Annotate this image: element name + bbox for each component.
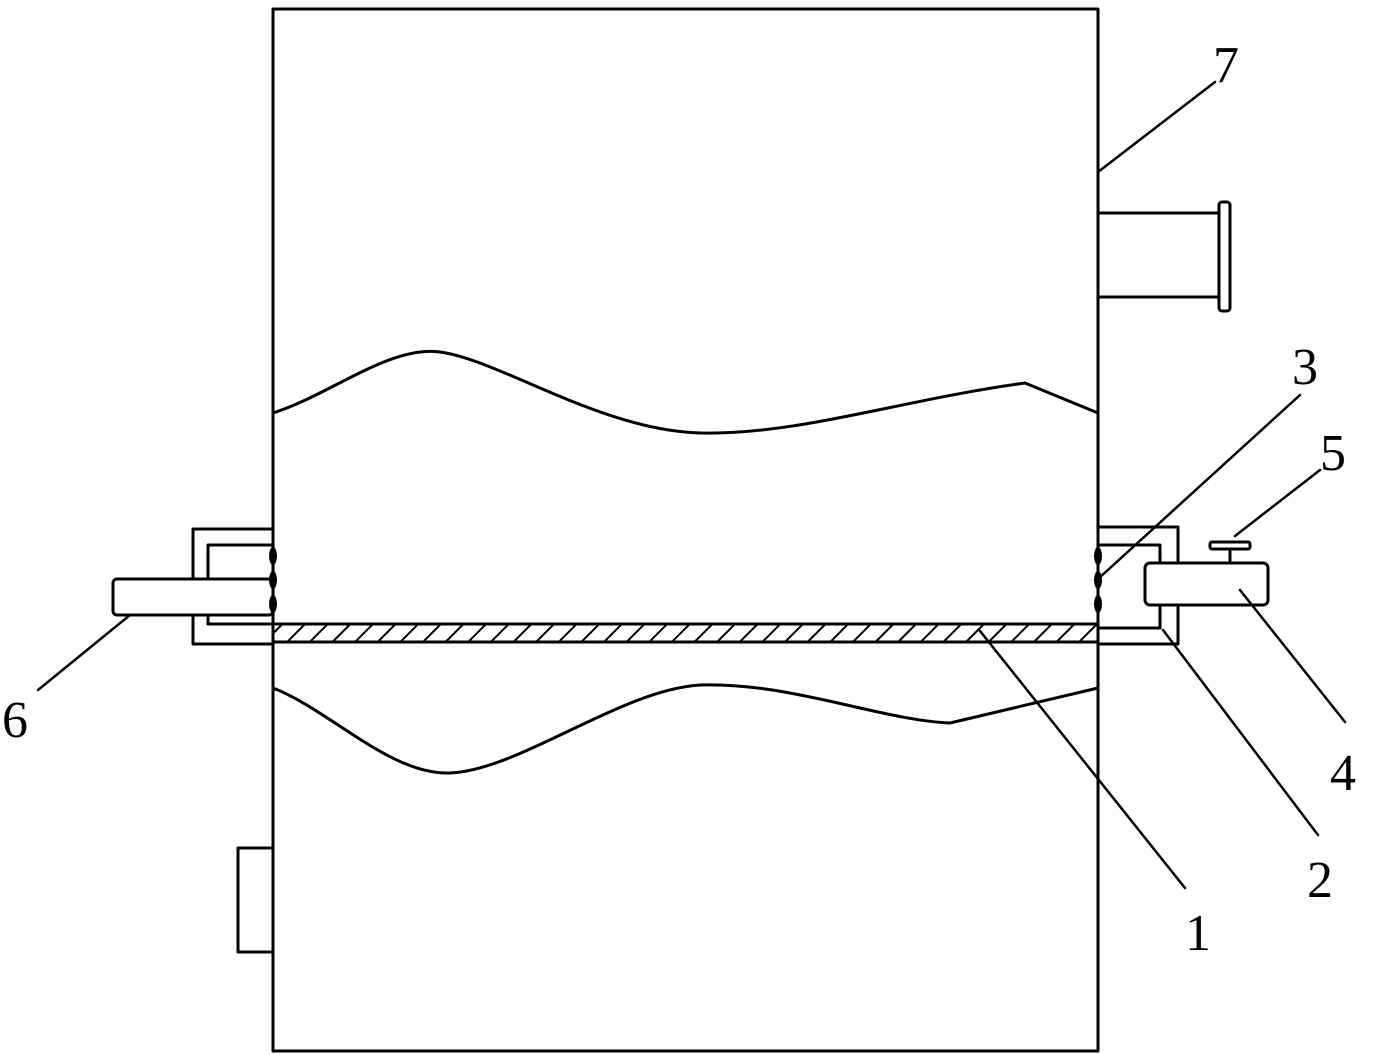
label-5: 5 xyxy=(1320,425,1346,482)
label-3: 3 xyxy=(1292,339,1318,396)
bottom-side-port xyxy=(236,846,275,954)
label-4: 4 xyxy=(1330,745,1356,802)
label-2: 2 xyxy=(1307,852,1333,909)
lower-break-line xyxy=(271,683,1100,775)
filter-plate xyxy=(271,622,1100,644)
leader-7 xyxy=(1096,80,1217,174)
label-7: 7 xyxy=(1213,37,1239,94)
adjusting-knob xyxy=(1208,540,1252,565)
actuator-block xyxy=(1143,561,1270,607)
leader-4 xyxy=(1238,588,1347,724)
label-6: 6 xyxy=(2,692,28,749)
left-seal xyxy=(269,547,277,613)
vessel-body xyxy=(271,7,1100,1053)
leader-3 xyxy=(1096,393,1302,581)
left-handle xyxy=(111,577,275,617)
label-1: 1 xyxy=(1185,905,1211,962)
upper-break-line xyxy=(271,349,1100,435)
outlet-pipe xyxy=(1096,200,1232,313)
leader-6 xyxy=(36,613,132,692)
leader-1 xyxy=(978,629,1187,890)
leader-5 xyxy=(1233,468,1322,538)
leader-2 xyxy=(1161,628,1320,837)
